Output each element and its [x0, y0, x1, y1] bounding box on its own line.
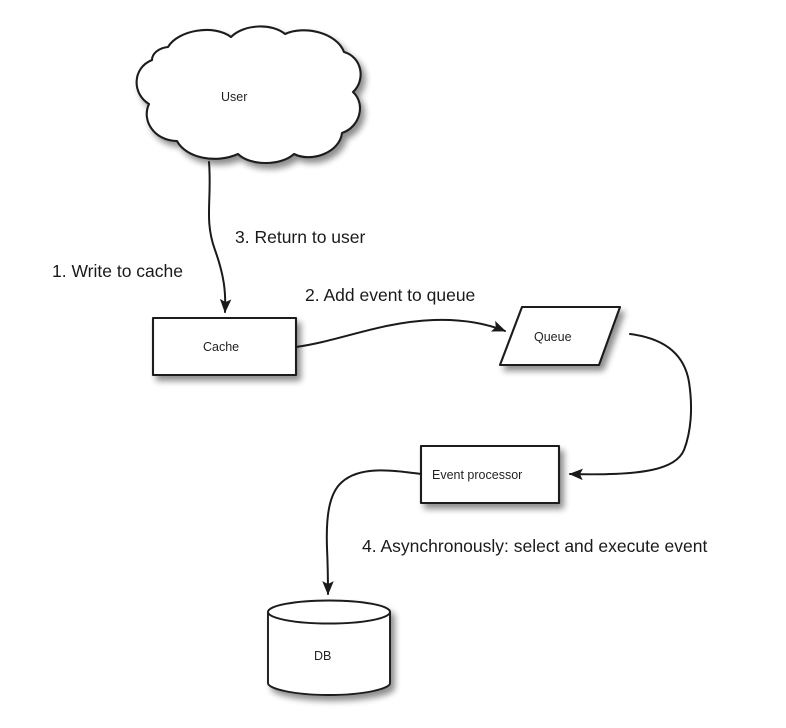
- step-label-2: 2. Add event to queue: [305, 285, 475, 305]
- step-label-1: 1. Write to cache: [52, 261, 183, 281]
- edge-user-to-cache[interactable]: [208, 161, 232, 314]
- step-label-4: 4. Asynchronously: select and execute ev…: [362, 536, 707, 556]
- node-queue-label: Queue: [534, 330, 572, 344]
- node-queue[interactable]: [498, 305, 622, 367]
- node-user-label: User: [221, 90, 247, 104]
- node-event-processor-label: Event processor: [432, 468, 522, 482]
- node-user[interactable]: [135, 25, 362, 164]
- edge-processor-to-queue[interactable]: [568, 333, 693, 481]
- node-db[interactable]: [267, 599, 391, 696]
- node-cache-label: Cache: [203, 340, 239, 354]
- node-cache[interactable]: [151, 316, 298, 377]
- edge-processor-to-db[interactable]: [322, 469, 422, 596]
- edge-cache-to-queue[interactable]: [295, 318, 507, 348]
- step-label-3: 3. Return to user: [235, 227, 366, 247]
- node-db-label: DB: [314, 649, 331, 663]
